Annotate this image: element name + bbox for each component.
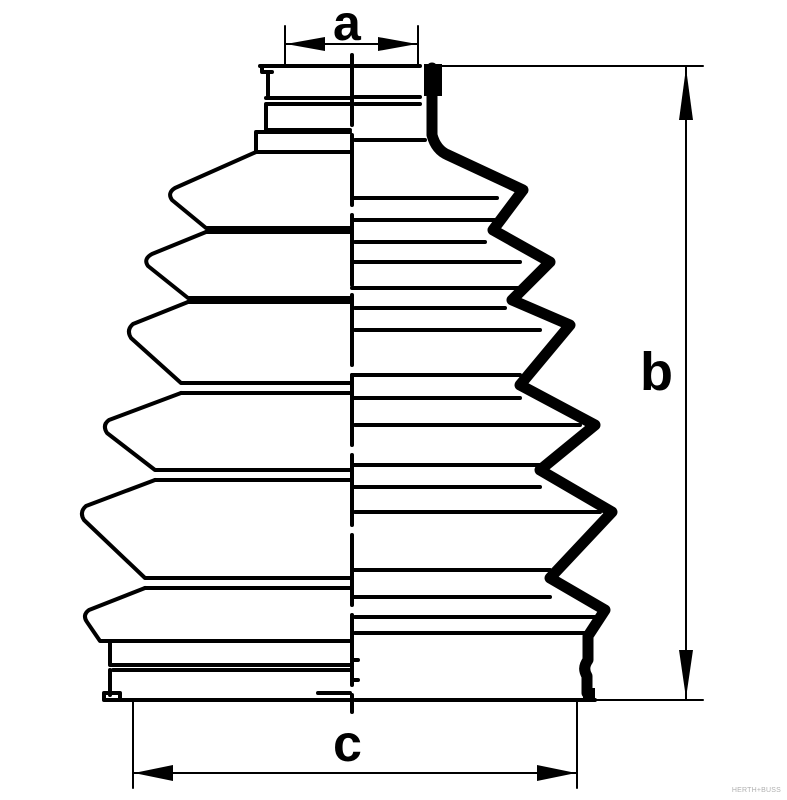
arrow-a-right-icon: [378, 37, 417, 51]
boot-left-outline: [79, 64, 352, 702]
boot-right-wall: [426, 62, 618, 699]
arrow-c-left-icon: [134, 765, 173, 781]
arrow-c-right-icon: [537, 765, 576, 781]
arrow-b-up-icon: [679, 68, 693, 120]
top-collar-section: [424, 64, 442, 96]
brand-watermark: HERTH+BUSS: [731, 787, 781, 794]
bottom-collar-section: [583, 688, 595, 700]
dimension-b: [439, 65, 704, 701]
arrow-a-left-icon: [286, 37, 325, 51]
dimension-c-label: c: [333, 715, 362, 773]
dimension-c: [132, 699, 578, 789]
dimension-a-label: a: [333, 0, 361, 51]
dimension-b-label: b: [640, 342, 673, 402]
boot-right-section-lines: [350, 64, 602, 702]
arrow-b-down-icon: [679, 650, 693, 698]
